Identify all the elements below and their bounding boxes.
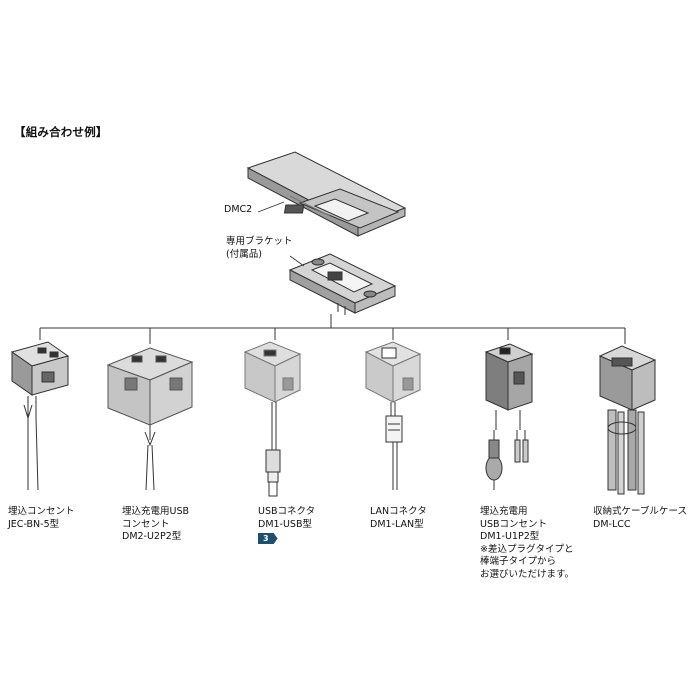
- diagram-title: 【組み合わせ例】: [14, 125, 108, 139]
- label-line: LANコネクタ: [370, 506, 427, 517]
- label-line: DM2-U2P2型: [122, 531, 182, 542]
- label-line: 埋込コンセント: [8, 506, 75, 517]
- label-product-6: 収納式ケーブルケース DM-LCC: [593, 506, 687, 531]
- label-bracket-line2: (付属品): [226, 248, 262, 260]
- label-product-2: 埋込充電用USB コンセント DM2-U2P2型: [122, 506, 189, 544]
- label-line: DM-LCC: [593, 518, 631, 530]
- product-usb-outlet-dm1: [484, 343, 534, 490]
- label-note: ※差込プラグタイプと: [480, 543, 574, 555]
- label-product-1: 埋込コンセント JEC-BN-5型: [8, 506, 75, 531]
- label-line: 埋込充電用: [480, 506, 528, 517]
- label-note: お選びいただけます。: [480, 568, 575, 580]
- bracket: [288, 253, 397, 315]
- label-product-3: USBコネクタ DM1-USB型 3: [258, 506, 315, 546]
- label-line: 収納式ケーブルケース: [593, 506, 687, 517]
- label-line: USBコンセント: [480, 518, 548, 530]
- connector-tree: [39, 314, 626, 344]
- label-bracket-line1: 専用ブラケット: [226, 236, 293, 247]
- label-bracket: 専用ブラケット (付属品): [226, 236, 293, 261]
- label-note: 棒端子タイプから: [480, 556, 557, 567]
- label-dmc2: DMC2: [224, 204, 253, 215]
- product-cable-case: [598, 345, 657, 495]
- product-usb-outlet-dm2: [106, 347, 194, 491]
- page-reference-badge[interactable]: 3: [258, 533, 278, 544]
- product-usb-connector: [243, 341, 302, 497]
- label-line: DM1-U1P2型: [480, 531, 540, 542]
- label-line: DM1-USB型: [258, 518, 312, 530]
- label-line: コンセント: [122, 518, 170, 530]
- label-line: 埋込充電用USB: [122, 506, 190, 517]
- label-product-4: LANコネクタ DM1-LAN型: [370, 506, 427, 531]
- product-outlet-jec: [10, 341, 70, 491]
- label-product-5: 埋込充電用 USBコンセント DM1-U1P2型 ※差込プラグタイプと 棒端子タ…: [480, 506, 574, 581]
- label-line: DM1-LAN型: [370, 518, 424, 530]
- label-line: USBコネクタ: [258, 506, 316, 517]
- product-lan-connector: [364, 341, 422, 490]
- dmc2-cover: [246, 151, 407, 237]
- label-line: JEC-BN-5型: [8, 518, 60, 530]
